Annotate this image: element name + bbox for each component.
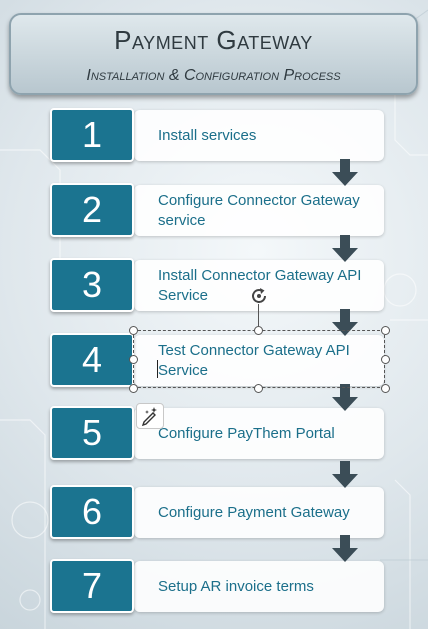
step-label[interactable]: Test Connector Gateway API Service (158, 341, 350, 379)
down-arrow-icon (332, 159, 358, 186)
step-label-box[interactable]: Setup AR invoice terms (134, 561, 384, 612)
resize-handle-top-left[interactable] (129, 326, 138, 335)
selection-frame (133, 330, 385, 388)
magic-pen-icon (141, 407, 157, 427)
resize-handle-bottom-left[interactable] (129, 384, 138, 393)
title-banner: Payment Gateway Installation & Configura… (9, 13, 418, 95)
down-arrow-icon (332, 384, 358, 411)
step-label: Configure Connector Gateway service (158, 191, 360, 229)
step-label-box[interactable]: Configure Connector Gateway service (134, 185, 384, 236)
step-label-box-selected[interactable]: Test Connector Gateway API Service (134, 335, 384, 386)
step-label: Setup AR invoice terms (158, 577, 314, 595)
rotate-handle-icon[interactable] (249, 286, 269, 306)
rotation-connector (258, 304, 259, 326)
process-step-7[interactable]: Setup AR invoice terms 7 (50, 559, 384, 613)
process-step-3[interactable]: Install Connector Gateway API Service 3 (50, 258, 384, 312)
process-step-4[interactable]: Test Connector Gateway API Service 4 (50, 333, 384, 387)
resize-handle-top[interactable] (254, 326, 263, 335)
page-subtitle: Installation & Configuration Process (86, 67, 341, 84)
step-number: 5 (50, 406, 134, 460)
step-label: Install services (158, 126, 257, 144)
resize-handle-top-right[interactable] (381, 326, 390, 335)
down-arrow-icon (332, 461, 358, 488)
resize-handle-bottom-right[interactable] (381, 384, 390, 393)
resize-handle-bottom[interactable] (254, 384, 263, 393)
step-number: 2 (50, 183, 134, 237)
resize-handle-left[interactable] (129, 355, 138, 364)
down-arrow-icon (332, 535, 358, 562)
step-label: Install Connector Gateway API Service (158, 266, 362, 304)
step-number: 4 (50, 333, 134, 387)
step-number: 7 (50, 559, 134, 613)
down-arrow-icon (332, 235, 358, 262)
step-label: Configure PayThem Portal (158, 424, 335, 442)
resize-handle-right[interactable] (381, 355, 390, 364)
process-step-1[interactable]: Install services 1 (50, 108, 384, 162)
down-arrow-icon (332, 309, 358, 336)
step-number: 6 (50, 485, 134, 539)
process-step-5[interactable]: Configure PayThem Portal 5 (50, 406, 384, 460)
process-step-2[interactable]: Configure Connector Gateway service 2 (50, 183, 384, 237)
step-label-box[interactable]: Configure Payment Gateway (134, 487, 384, 538)
step-number: 1 (50, 108, 134, 162)
step-number: 3 (50, 258, 134, 312)
step-label-box[interactable]: Configure PayThem Portal (134, 408, 384, 459)
step-label-box[interactable]: Install services (134, 110, 384, 161)
page-title: Payment Gateway (114, 25, 313, 55)
process-step-6[interactable]: Configure Payment Gateway 6 (50, 485, 384, 539)
text-caret (157, 360, 158, 378)
step-label: Configure Payment Gateway (158, 503, 350, 521)
design-ideas-button[interactable] (136, 403, 164, 429)
